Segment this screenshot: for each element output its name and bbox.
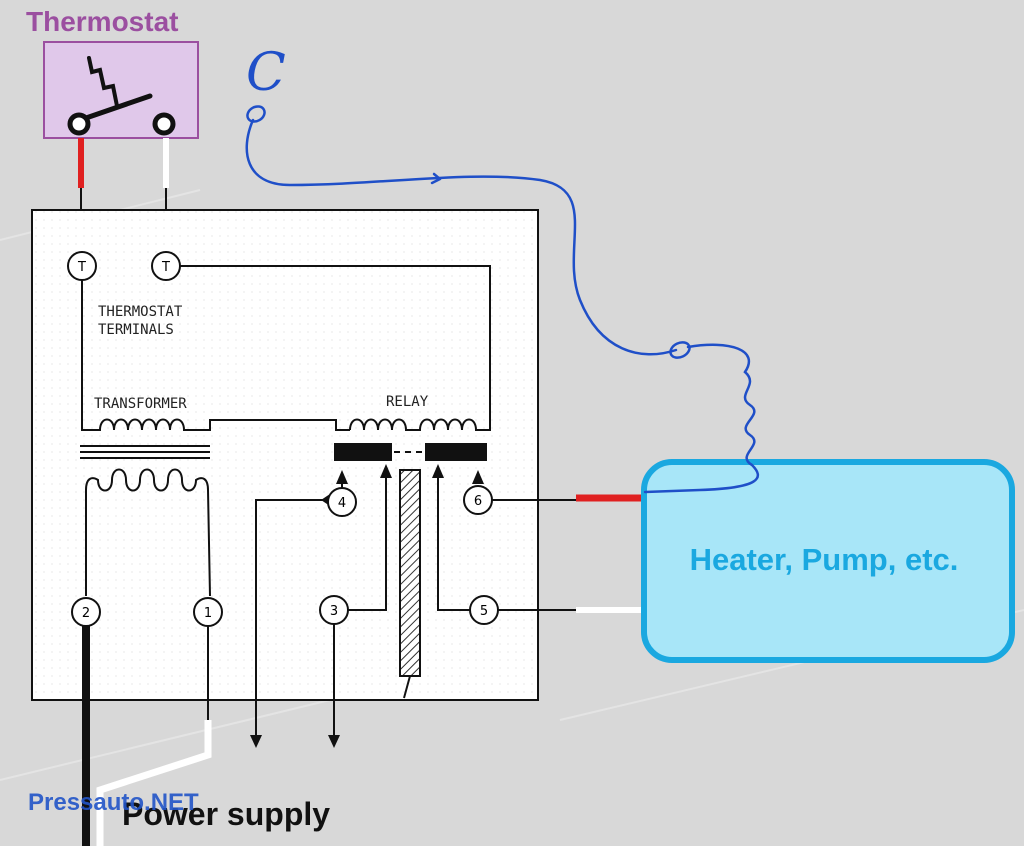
relay-contact-left — [334, 443, 392, 461]
svg-text:6: 6 — [474, 494, 482, 509]
thermostat-title: Thermostat — [26, 6, 178, 37]
c-wire — [245, 105, 760, 494]
power-supply-label: Power supply — [122, 796, 330, 832]
svg-text:T: T — [77, 260, 86, 275]
relay-label: RELAY — [386, 394, 429, 410]
transformer-primary-coil — [81, 418, 350, 431]
thermostat-terminals-label-1: THERMOSTAT — [98, 304, 183, 320]
transformer-label: TRANSFORMER — [94, 396, 187, 412]
relay-contact-right — [425, 443, 487, 461]
terminal-3: 3 — [319, 595, 349, 625]
svg-text:1: 1 — [204, 606, 212, 621]
power-wire-white — [96, 720, 212, 846]
relay-coil — [349, 418, 491, 431]
terminal-6: 6 — [463, 485, 493, 515]
terminal-t-right: T — [151, 251, 181, 281]
terminal-4: 4 — [327, 487, 357, 517]
c-wire-label: C — [246, 43, 286, 103]
load-label: Heater, Pump, etc. — [690, 542, 959, 577]
svg-text:3: 3 — [330, 604, 338, 619]
svg-text:4: 4 — [338, 496, 346, 511]
terminal-5: 5 — [469, 595, 499, 625]
t-right-to-relay-wire — [180, 265, 491, 420]
svg-text:2: 2 — [82, 606, 90, 621]
transformer-secondary-coil — [85, 468, 211, 597]
transformer-core — [80, 445, 210, 459]
svg-text:T: T — [161, 260, 170, 275]
svg-text:5: 5 — [480, 604, 488, 619]
terminal-t-left: T — [67, 251, 97, 281]
thermostat-terminals-label-2: TERMINALS — [98, 322, 174, 338]
watermark: Pressauto.NET — [28, 789, 199, 816]
load-box — [641, 459, 1015, 663]
terminal-2: 2 — [71, 597, 101, 627]
relay-armature — [399, 469, 421, 677]
thermostat-switch-icon — [67, 56, 176, 136]
terminal-1: 1 — [193, 597, 223, 627]
